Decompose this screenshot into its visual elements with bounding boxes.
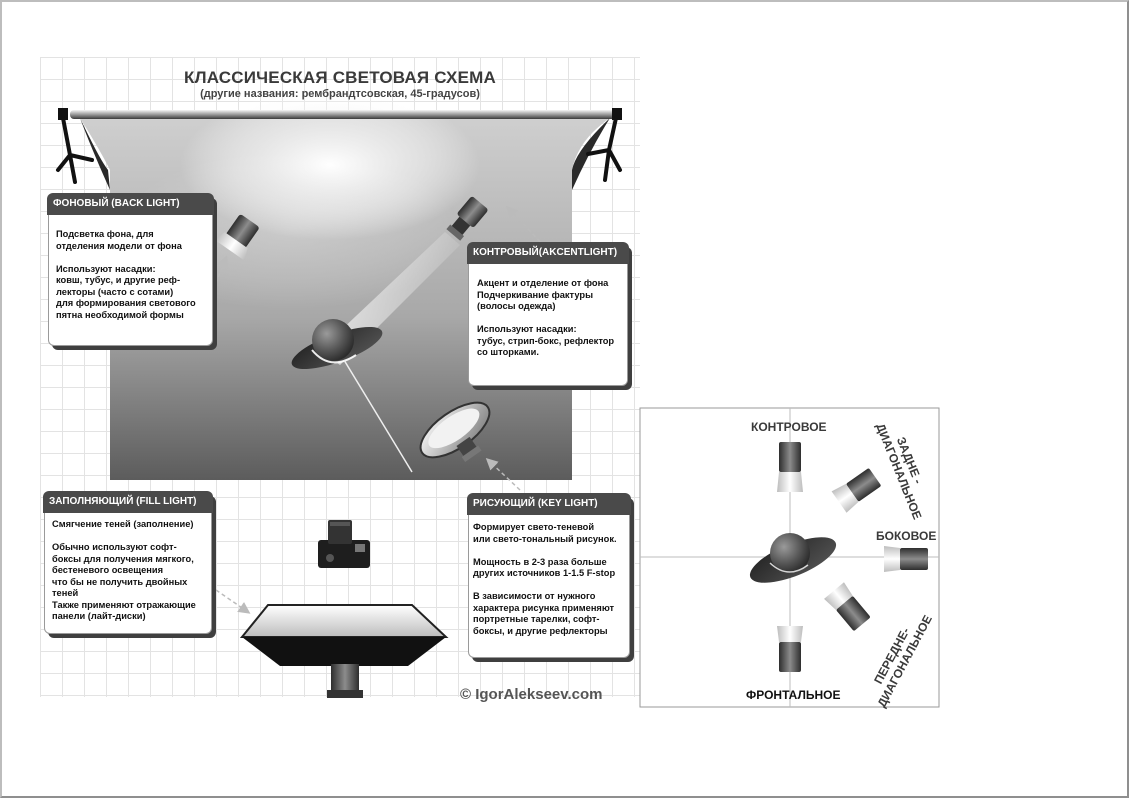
- accent-light-box: КОНТРОВЫЙ(AKCENTLIGHT) Акцент и отделени…: [467, 242, 629, 386]
- frontal-lamp: [777, 626, 803, 672]
- front-diag-lamp: [824, 582, 870, 631]
- callout-arrows: [212, 205, 546, 614]
- back-light-lamp: [214, 214, 259, 261]
- page-subtitle: (другие названия: рембрандтсовская, 45-г…: [200, 88, 480, 100]
- contra-lamp: [777, 442, 803, 492]
- key-light-dish: [419, 401, 491, 462]
- backdrop-stand: [56, 108, 622, 184]
- page-title: КЛАССИЧЕСКАЯ СВЕТОВАЯ СХЕМА: [184, 68, 496, 87]
- label-contra: КОНТРОВОЕ: [751, 420, 827, 434]
- positions-diagram: [639, 407, 940, 708]
- back-light-text: Подсветка фона, для отделения модели от …: [56, 229, 196, 320]
- fill-softbox: [239, 604, 449, 698]
- side-lamp: [884, 546, 928, 572]
- fill-light-box: ЗАПОЛНЯЮЩИЙ (FILL LIGHT) Смягчение теней…: [43, 491, 213, 634]
- key-light-box: РИСУЮЩИЙ (KEY LIGHT) Формирует свето-тен…: [467, 493, 631, 658]
- key-light-header: РИСУЮЩИЙ (KEY LIGHT): [467, 493, 631, 515]
- model-figure: [291, 319, 383, 370]
- copyright: © IgorAlekseev.com: [460, 686, 603, 703]
- label-side: БОКОВОЕ: [876, 529, 937, 543]
- accent-light-header: КОНТРОВЫЙ(AKCENTLIGHT): [467, 242, 629, 264]
- back-light-box: ФОНОВЫЙ (BACK LIGHT) Подсветка фона, для…: [47, 193, 214, 346]
- accent-light-text: Акцент и отделение от фона Подчеркивание…: [477, 278, 615, 357]
- back-light-header: ФОНОВЫЙ (BACK LIGHT): [47, 193, 214, 215]
- key-light-text: Формирует свето-теневой или свето-тональ…: [473, 522, 617, 636]
- accent-light-lamp: [446, 196, 488, 241]
- fill-light-text: Смягчение теней (заполнение) Обычно испо…: [52, 519, 196, 621]
- fill-light-header: ЗАПОЛНЯЮЩИЙ (FILL LIGHT): [43, 491, 213, 513]
- camera-icon: [318, 520, 370, 568]
- label-frontal: ФРОНТАЛЬНОЕ: [746, 688, 841, 702]
- rear-diag-lamp: [831, 468, 881, 513]
- key-light-ray: [343, 359, 413, 473]
